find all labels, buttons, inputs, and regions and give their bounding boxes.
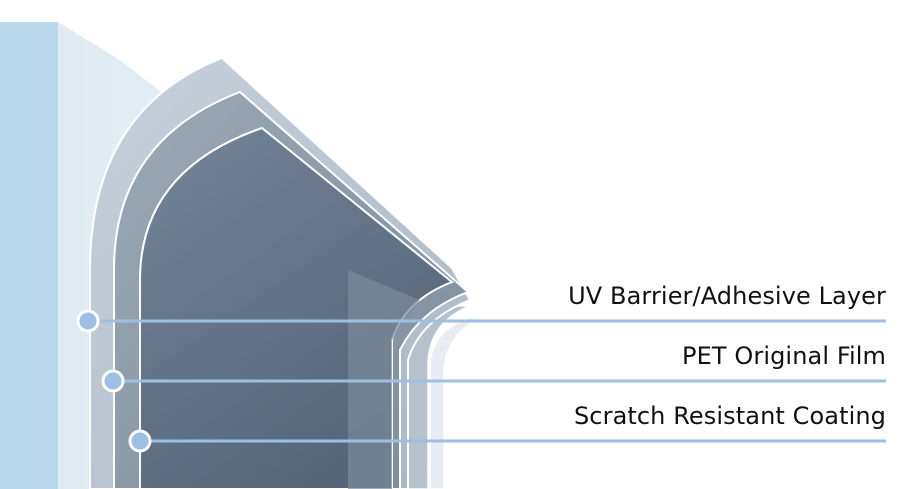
curl-edge-outer [429,317,483,489]
label-uv-barrier-adhesive-layer: UV Barrier/Adhesive Layer [568,282,886,310]
marker-scratch-coating [128,429,152,453]
marker-pet-film [101,369,125,393]
device-edge [0,22,58,489]
label-pet-original-film: PET Original Film [682,342,886,370]
label-scratch-resistant-coating: Scratch Resistant Coating [573,402,886,430]
marker-uv-barrier [76,309,100,333]
